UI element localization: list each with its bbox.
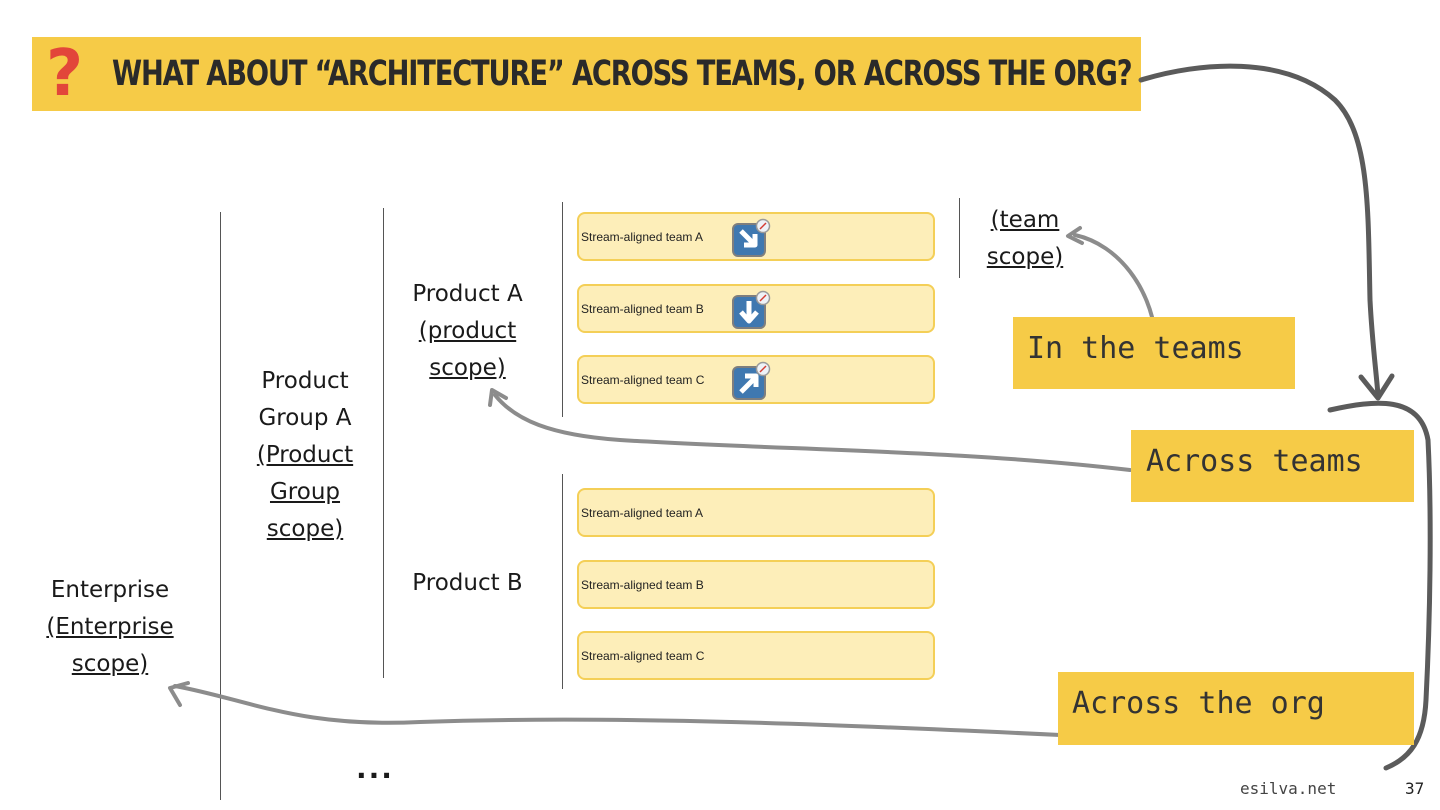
product-group-scope-link-2[interactable]: Group bbox=[269, 479, 341, 505]
product-b-label: Product B bbox=[395, 565, 540, 602]
product-a-scope-label: Product A (product scope) bbox=[395, 276, 540, 387]
arrow-down-right-icon bbox=[732, 218, 771, 257]
callout-across-teams: Across teams bbox=[1131, 430, 1414, 502]
arrow-up-right-icon bbox=[732, 361, 771, 400]
callout-across-the-org-text: Across the org bbox=[1072, 686, 1325, 721]
connector-title-arrowhead bbox=[1358, 373, 1395, 401]
callout-in-the-teams-text: In the teams bbox=[1027, 331, 1244, 366]
enterprise-scope-link-2[interactable]: scope) bbox=[71, 651, 149, 677]
product-group-name-2: Group A bbox=[258, 405, 352, 431]
callout-across-the-org: Across the org bbox=[1058, 672, 1414, 745]
team-scope-link-2[interactable]: scope) bbox=[986, 244, 1064, 270]
callout-in-the-teams: In the teams bbox=[1013, 317, 1295, 389]
team-scope-link-1[interactable]: (team bbox=[990, 207, 1060, 233]
connector-across-org bbox=[173, 684, 1062, 737]
divider-enterprise bbox=[220, 212, 221, 800]
connector-right-bracket bbox=[1327, 400, 1433, 771]
team-box-product-a-team-c: Stream-aligned team C bbox=[577, 355, 935, 404]
callout-across-teams-text: Across teams bbox=[1146, 444, 1363, 479]
title-banner: ? WHAT ABOUT “ARCHITECTURE” ACROSS TEAMS… bbox=[32, 37, 1141, 111]
team-box-product-b-team-a: Stream-aligned team A bbox=[577, 488, 935, 537]
connector-title-to-callouts bbox=[1138, 63, 1381, 398]
product-b-name: Product B bbox=[412, 570, 523, 596]
enterprise-name: Enterprise bbox=[50, 577, 170, 603]
team-label: Stream-aligned team C bbox=[581, 649, 705, 663]
team-label: Stream-aligned team C bbox=[581, 373, 705, 387]
enterprise-scope-link-1[interactable]: (Enterprise bbox=[46, 614, 174, 640]
connector-across-teams bbox=[493, 393, 1132, 472]
divider-product-group bbox=[383, 208, 384, 678]
team-box-product-b-team-b: Stream-aligned team B bbox=[577, 560, 935, 609]
team-box-product-a-team-b: Stream-aligned team B bbox=[577, 284, 935, 333]
product-a-name: Product A bbox=[412, 281, 523, 307]
divider-team bbox=[959, 198, 960, 278]
product-a-scope-link-2[interactable]: scope) bbox=[429, 355, 506, 381]
product-group-name-1: Product bbox=[261, 368, 349, 394]
product-a-scope-link-1[interactable]: (product bbox=[418, 318, 517, 344]
slide-title: WHAT ABOUT “ARCHITECTURE” ACROSS TEAMS, … bbox=[112, 54, 1133, 94]
more-ellipsis: ... bbox=[356, 752, 394, 785]
product-group-scope-link-3[interactable]: scope) bbox=[266, 516, 344, 542]
page-number: 37 bbox=[1405, 779, 1425, 798]
team-label: Stream-aligned team B bbox=[581, 578, 704, 592]
question-mark-icon: ? bbox=[46, 37, 84, 111]
team-label: Stream-aligned team B bbox=[581, 302, 704, 316]
arrow-down-icon bbox=[732, 290, 771, 329]
divider-product-b bbox=[562, 474, 563, 689]
team-box-product-b-team-c: Stream-aligned team C bbox=[577, 631, 935, 680]
team-label: Stream-aligned team A bbox=[581, 506, 704, 520]
divider-product-a bbox=[562, 202, 563, 417]
team-box-product-a-team-a: Stream-aligned team A bbox=[577, 212, 935, 261]
footer-site: esilva.net bbox=[1240, 779, 1337, 798]
team-label: Stream-aligned team A bbox=[581, 230, 704, 244]
enterprise-scope-label: Enterprise (Enterprise scope) bbox=[20, 572, 200, 683]
team-scope-label: (team scope) bbox=[975, 202, 1075, 276]
product-group-scope-label: Product Group A (Product Group scope) bbox=[230, 363, 380, 548]
product-group-scope-link-1[interactable]: (Product bbox=[256, 442, 354, 468]
